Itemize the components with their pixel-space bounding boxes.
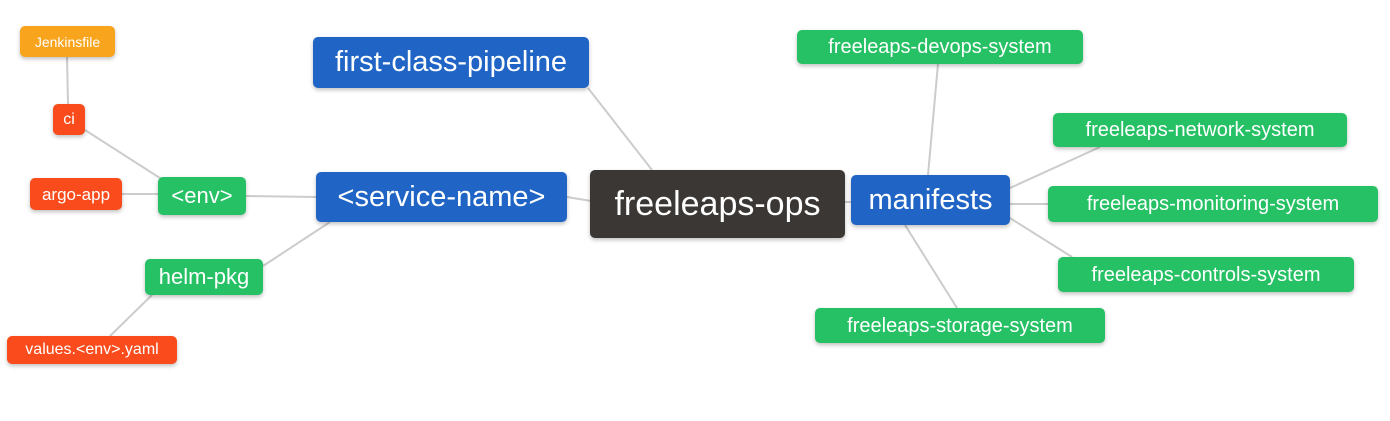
node-helm-pkg[interactable]: helm-pkg (145, 259, 263, 295)
node-freeleaps-network-system[interactable]: freeleaps-network-system (1053, 113, 1347, 147)
edge-manifests-network (1009, 146, 1101, 189)
node-service-name-label: <service-name> (337, 180, 546, 213)
edge-env-service-name (245, 195, 317, 198)
edge-jenkinsfile-ci (66, 56, 69, 105)
node-env-label: <env> (171, 183, 233, 208)
edge-service-name-ops (566, 196, 592, 202)
node-service-name[interactable]: <service-name> (316, 172, 567, 222)
edge-values-helm-pkg (109, 294, 153, 337)
node-manifests[interactable]: manifests (851, 175, 1010, 225)
node-freeleaps-devops-system[interactable]: freeleaps-devops-system (797, 30, 1083, 64)
node-freeleaps-monitoring-system[interactable]: freeleaps-monitoring-system (1048, 186, 1378, 222)
node-freeleaps-ops-root[interactable]: freeleaps-ops (590, 170, 845, 238)
node-values-env-yaml-label: values.<env>.yaml (25, 341, 159, 358)
node-freeleaps-ops-label: freeleaps-ops (614, 185, 821, 223)
edge-manifests-devops (927, 63, 939, 176)
node-jenkinsfile-label: Jenkinsfile (34, 33, 101, 50)
node-freeleaps-monitoring-system-label: freeleaps-monitoring-system (1086, 193, 1340, 215)
node-argo-app[interactable]: argo-app (30, 178, 122, 210)
node-ci-label: ci (63, 110, 75, 128)
node-freeleaps-storage-system[interactable]: freeleaps-storage-system (815, 308, 1105, 343)
node-first-class-pipeline[interactable]: first-class-pipeline (313, 37, 589, 88)
node-manifests-label: manifests (868, 183, 993, 216)
node-freeleaps-network-system-label: freeleaps-network-system (1085, 119, 1315, 141)
node-argo-app-label: argo-app (41, 184, 111, 204)
edge-pipeline-ops (587, 87, 653, 171)
node-values-env-yaml[interactable]: values.<env>.yaml (7, 336, 177, 364)
node-freeleaps-controls-system[interactable]: freeleaps-controls-system (1058, 257, 1354, 292)
edge-manifests-storage (904, 224, 958, 309)
node-freeleaps-storage-system-label: freeleaps-storage-system (847, 314, 1073, 337)
edge-ci-env (84, 129, 164, 181)
node-helm-pkg-label: helm-pkg (158, 264, 250, 289)
node-env[interactable]: <env> (158, 177, 246, 215)
node-jenkinsfile[interactable]: Jenkinsfile (20, 26, 115, 57)
node-first-class-pipeline-label: first-class-pipeline (334, 46, 568, 78)
edge-manifests-controls (1009, 217, 1073, 258)
node-ci[interactable]: ci (53, 104, 85, 135)
edge-helm-pkg-service-name (262, 221, 331, 267)
node-freeleaps-controls-system-label: freeleaps-controls-system (1091, 263, 1321, 286)
node-freeleaps-devops-system-label: freeleaps-devops-system (828, 36, 1052, 58)
